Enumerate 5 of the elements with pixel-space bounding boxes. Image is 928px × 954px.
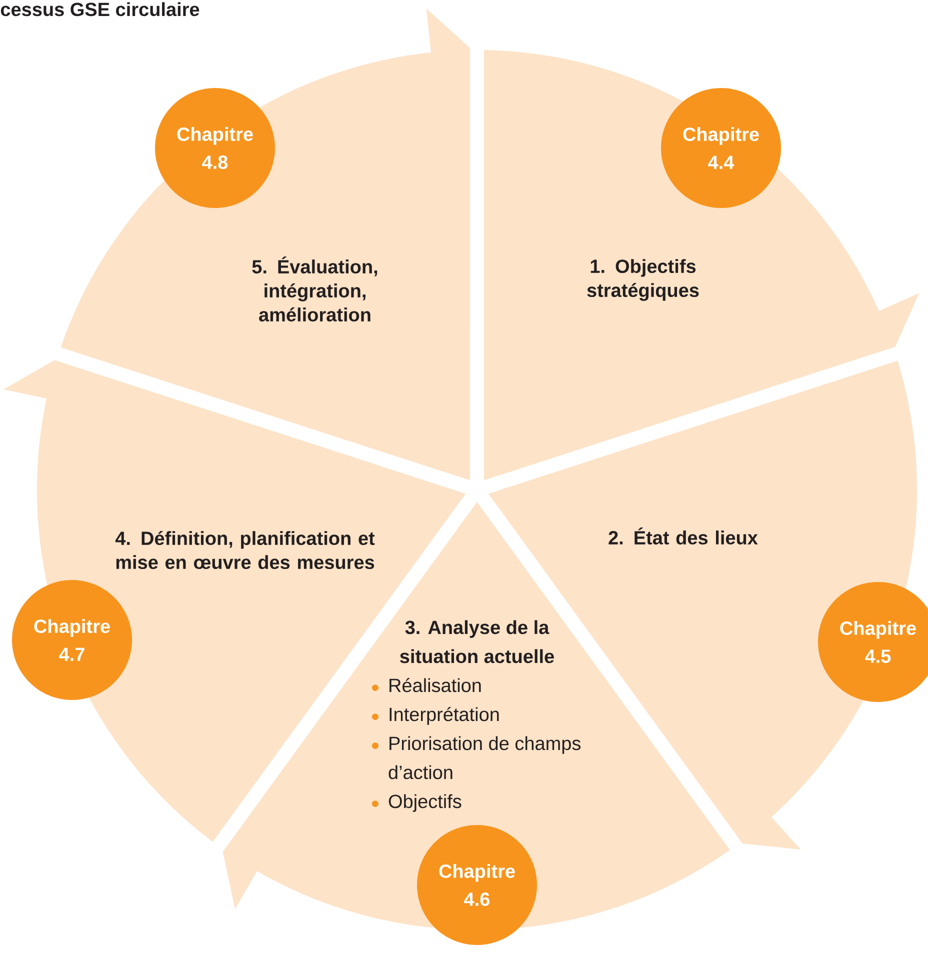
node-label: 5. Évaluation, intégration, amélioration (252, 256, 378, 322)
bullet-item: Objectifs (372, 794, 462, 812)
node-label: 1. Objectifs stratégiques (587, 259, 699, 301)
node-label: 4. Définition, planification et mise en œuvre des mesures (115, 530, 375, 570)
node-label: 2. État des lieux (608, 527, 758, 545)
